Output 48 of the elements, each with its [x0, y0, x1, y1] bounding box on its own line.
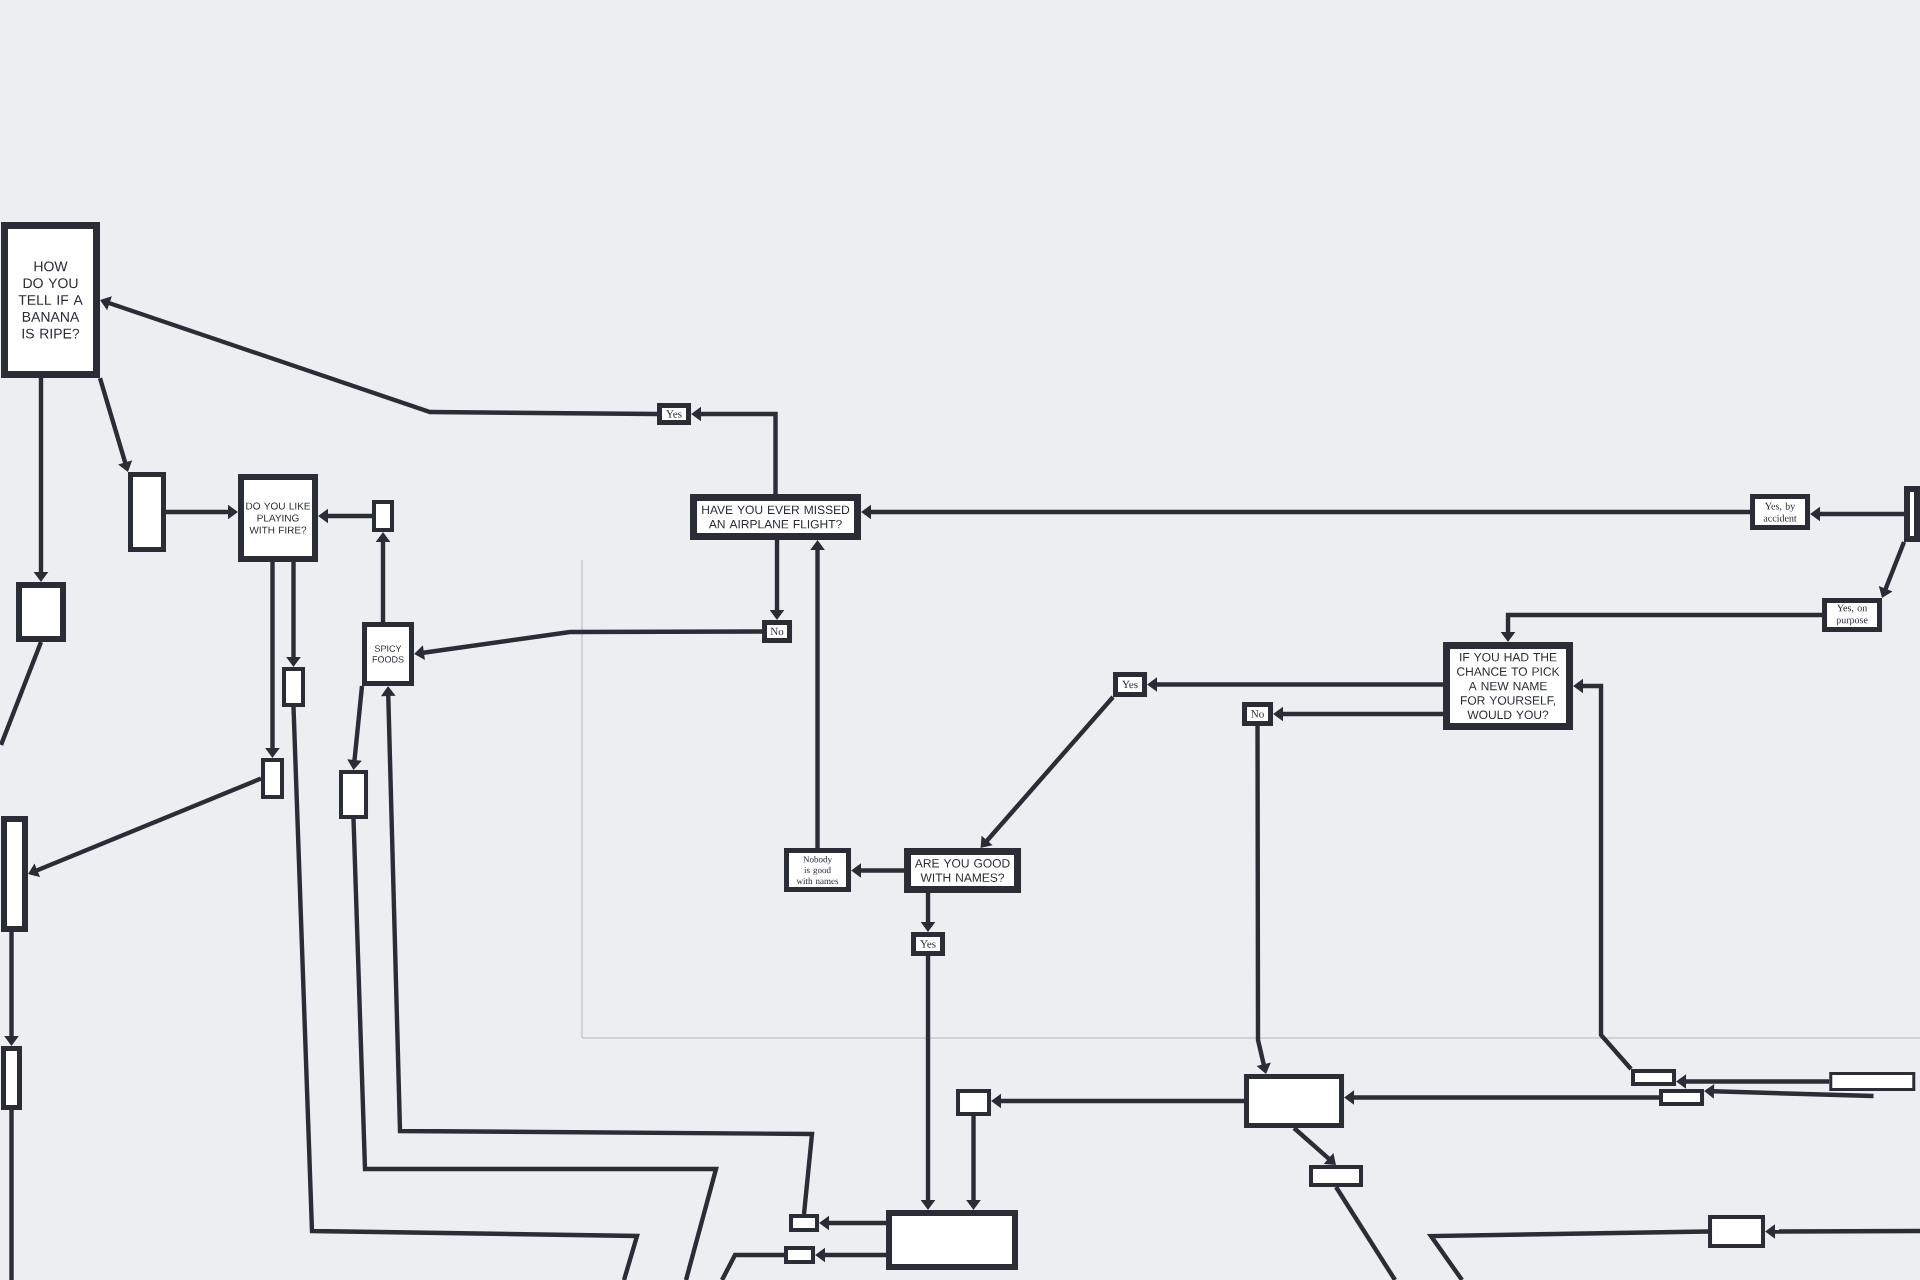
- connector-line: [291, 706, 640, 1280]
- arrow: [97, 377, 133, 472]
- choice-box: Yes: [657, 403, 691, 425]
- question-box: SPICY FOODS: [362, 622, 414, 686]
- cylinder: [1829, 1072, 1916, 1091]
- label-box: [886, 1210, 1018, 1270]
- label-box: [128, 472, 166, 552]
- label-box: [339, 770, 368, 819]
- arrow: [414, 629, 762, 660]
- question-box: IF YOU HAD THE CHANCE TO PICK A NEW NAME FOR YOURSELF, WOULD YOU?: [1443, 642, 1573, 730]
- arrow: [1255, 726, 1271, 1074]
- label-box: [1904, 486, 1920, 542]
- label-box: [1631, 1069, 1676, 1086]
- connector-line: [9, 1110, 14, 1280]
- arrow: [100, 296, 658, 417]
- label-box: [1, 816, 28, 932]
- arrow: [980, 695, 1115, 848]
- label-box: [784, 1246, 815, 1264]
- label-box: [956, 1089, 991, 1116]
- arrow: [28, 776, 262, 878]
- connector-line: [0, 641, 44, 746]
- label-box: [1, 1046, 22, 1110]
- arrow: [380, 686, 815, 1215]
- label-box: [789, 1214, 819, 1232]
- choice-box: Yes: [911, 932, 945, 956]
- label-box: [1309, 1165, 1363, 1187]
- connector-line: [1334, 1185, 1397, 1280]
- arrow: [1292, 1126, 1336, 1165]
- connector-line: [720, 1252, 784, 1280]
- connector-line: [351, 818, 719, 1280]
- question-box: ARE YOU GOOD WITH NAMES?: [904, 848, 1021, 893]
- choice-box: Yes: [1113, 672, 1147, 697]
- question-box: DO YOU LIKE PLAYING WITH FIRE?: [238, 474, 318, 562]
- choice-box: No: [1242, 702, 1273, 726]
- label-box: [1708, 1215, 1766, 1248]
- choice-box: Yes, on purpose: [1822, 598, 1882, 632]
- question-box: HAVE YOU EVER MISSED AN AIRPLANE FLIGHT?: [690, 494, 861, 540]
- label-box: [261, 758, 284, 799]
- label-box: [1244, 1074, 1344, 1128]
- label-box: [282, 667, 305, 707]
- connector-line: [1426, 1229, 1709, 1280]
- choice-box: Nobody is good with names: [784, 848, 851, 892]
- label-box: [372, 500, 394, 532]
- label-box: [1659, 1089, 1705, 1106]
- choice-box: No: [762, 620, 792, 643]
- label-box: [16, 582, 66, 642]
- choice-box: Yes, by accident: [1750, 494, 1811, 530]
- question-box: HOW DO YOU TELL IF A BANANA IS RIPE?: [1, 222, 100, 378]
